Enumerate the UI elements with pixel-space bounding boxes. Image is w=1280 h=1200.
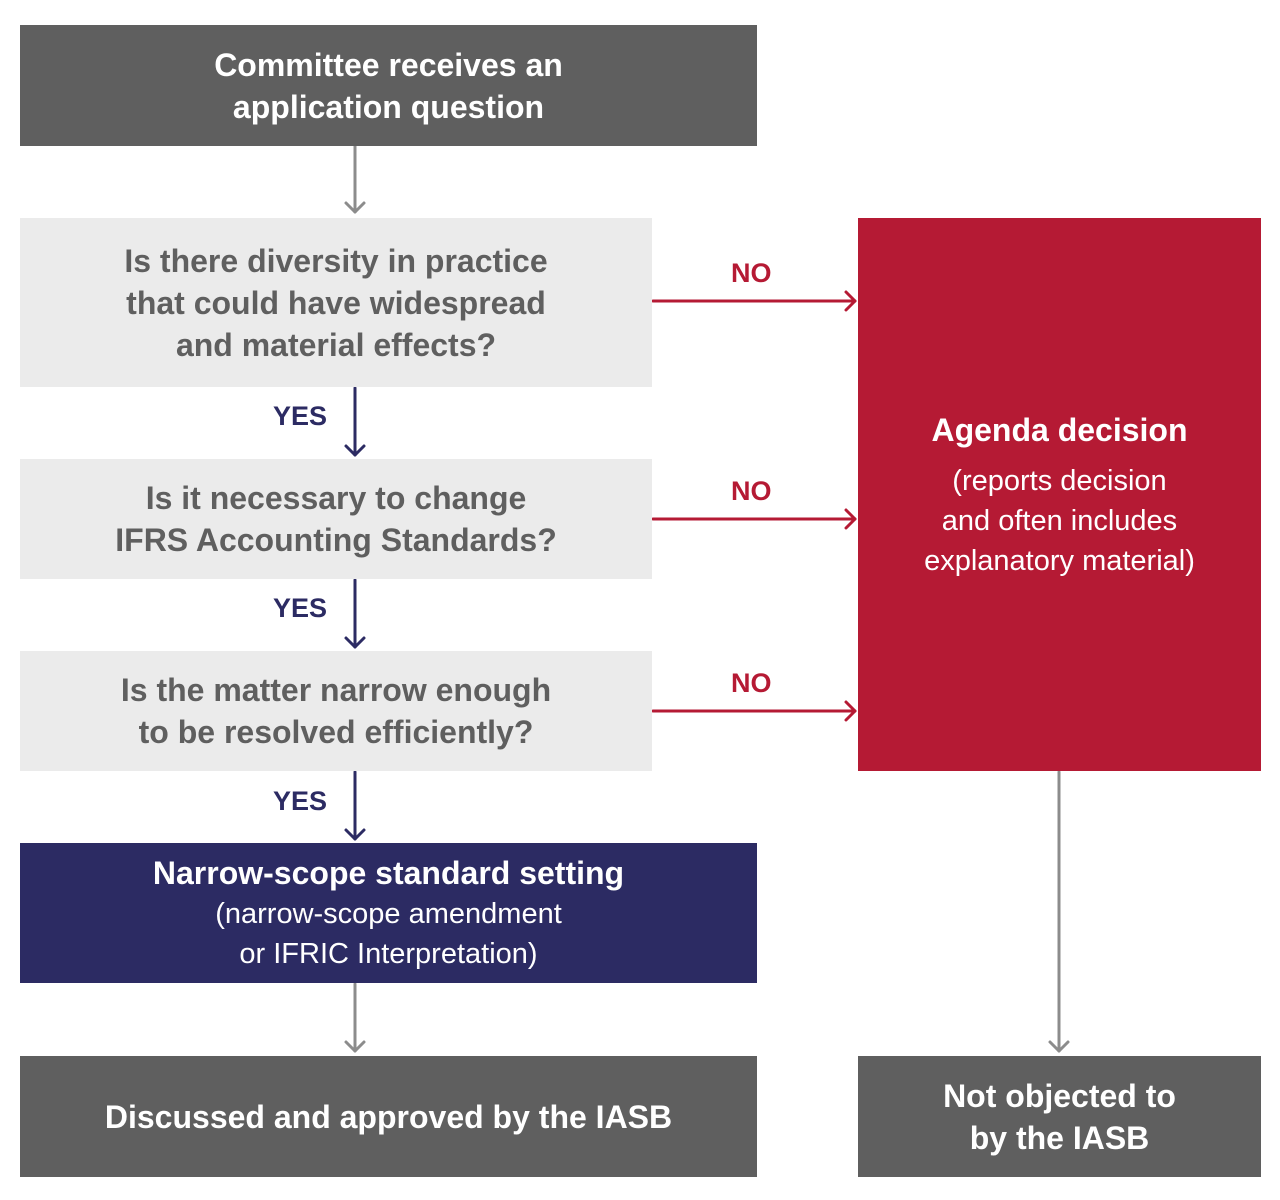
arrow-start-to-q1 bbox=[344, 144, 366, 214]
yes-label-q1: YES bbox=[273, 401, 328, 431]
standard-setting-subtitle: (narrow-scope amendment or IFRIC Interpr… bbox=[215, 898, 562, 970]
question-3-text: Is the matter narrow enough to be resolv… bbox=[120, 672, 552, 750]
yes-label-q3: YES bbox=[273, 786, 328, 816]
agenda-decision-box: Agenda decision (reports decision and of… bbox=[858, 218, 1261, 771]
arrow-q1-yes bbox=[344, 386, 366, 457]
question-3-box: Is the matter narrow enough to be resolv… bbox=[20, 651, 652, 771]
no-label-q3: NO bbox=[731, 668, 772, 698]
agenda-decision-title: Agenda decision bbox=[931, 411, 1188, 448]
no-label-q1: NO bbox=[731, 258, 772, 288]
start-text: Committee receives an application questi… bbox=[214, 46, 563, 125]
arrow-agenda-to-outcome bbox=[1048, 770, 1070, 1053]
agenda-decision-subtitle: (reports decision and often includes exp… bbox=[924, 464, 1195, 577]
outcome-left-box: Discussed and approved by the IASB bbox=[20, 1056, 757, 1177]
no-label-q2: NO bbox=[731, 476, 772, 506]
question-2-box: Is it necessary to change IFRS Accountin… bbox=[20, 459, 652, 579]
arrow-q1-no bbox=[651, 290, 857, 312]
standard-setting-box: Narrow-scope standard setting (narrow-sc… bbox=[20, 843, 757, 983]
outcome-right-text: Not objected to by the IASB bbox=[943, 1077, 1176, 1156]
question-1-box: Is there diversity in practice that coul… bbox=[20, 218, 652, 387]
start-box: Committee receives an application questi… bbox=[20, 25, 757, 146]
yes-label-q2: YES bbox=[273, 593, 328, 623]
question-2-text: Is it necessary to change IFRS Accountin… bbox=[115, 480, 557, 558]
arrow-standard-setting-to-outcome bbox=[344, 982, 366, 1053]
arrow-q2-no bbox=[651, 508, 857, 530]
question-1-text: Is there diversity in practice that coul… bbox=[124, 242, 548, 363]
outcome-right-box: Not objected to by the IASB bbox=[858, 1056, 1261, 1177]
arrow-q3-yes bbox=[344, 770, 366, 841]
arrow-q2-yes bbox=[344, 578, 366, 649]
arrow-q3-no bbox=[651, 700, 857, 722]
outcome-left-text: Discussed and approved by the IASB bbox=[104, 1098, 673, 1135]
standard-setting-title: Narrow-scope standard setting bbox=[152, 855, 625, 891]
